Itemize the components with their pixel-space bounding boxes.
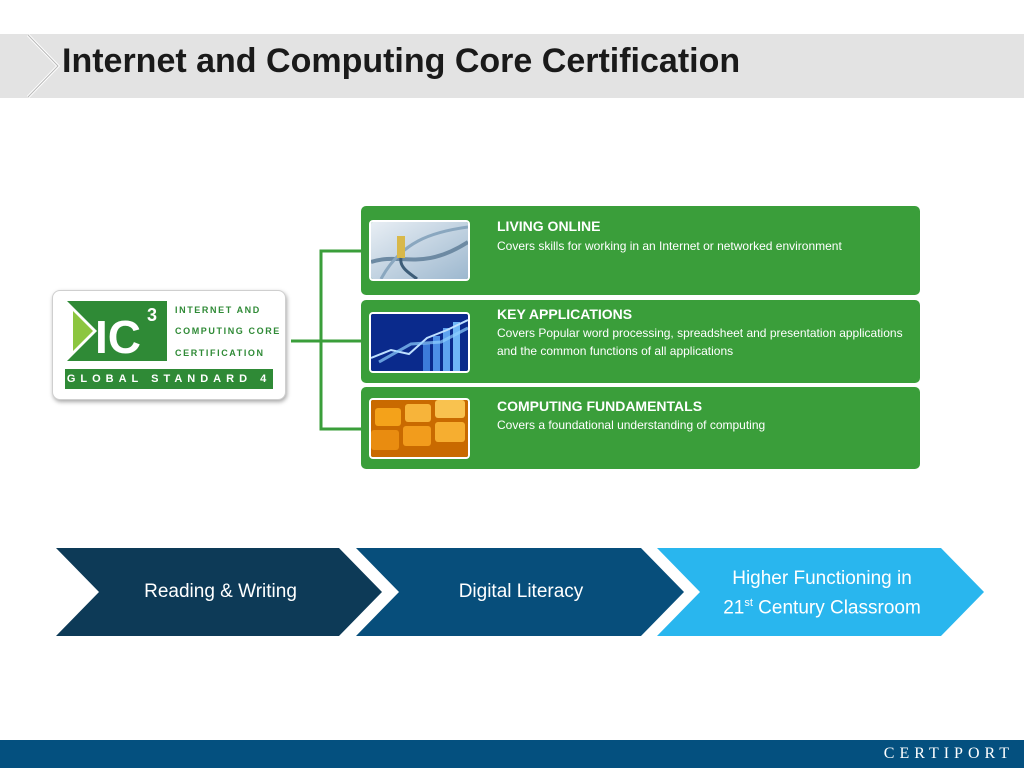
- module-card-living-online: LIVING ONLINE Covers skills for working …: [361, 206, 920, 295]
- module-card-computing-fundamentals: COMPUTING FUNDAMENTALS Covers a foundati…: [361, 387, 920, 469]
- module-title: COMPUTING FUNDAMENTALS: [497, 398, 703, 414]
- pathway-label-digital-literacy: Digital Literacy: [458, 581, 584, 602]
- ic3-logo: IC 3 INTERNET AND COMPUTING CORE CERTIFI…: [52, 290, 286, 400]
- logo-band: GLOBAL STANDARD 4: [65, 369, 273, 389]
- module-title: KEY APPLICATIONS: [497, 306, 633, 322]
- pathway-label-number: 21: [723, 597, 745, 619]
- module-title: LIVING ONLINE: [497, 218, 601, 234]
- logo-mark-text: IC: [95, 311, 141, 363]
- title-band: [0, 34, 1024, 98]
- pathway-arrow-2: [356, 548, 684, 636]
- footer-bar: CERTIPORT: [0, 740, 1024, 768]
- logo-line-1: INTERNET AND: [175, 305, 261, 315]
- module-description: Covers a foundational understanding of c…: [497, 418, 766, 432]
- pathway-label-superscript: st: [744, 597, 753, 609]
- module-description: Covers Popular word processing, spreadsh…: [497, 326, 903, 358]
- module-card-key-applications: KEY APPLICATIONS Covers Popular word pro…: [361, 300, 920, 383]
- module-description: Covers skills for working in an Internet…: [497, 239, 842, 253]
- page-title: Internet and Computing Core Certificatio…: [62, 42, 741, 80]
- pathway-arrow-1: [56, 548, 382, 636]
- keyboard-image: [369, 398, 470, 459]
- logo-superscript: 3: [147, 305, 157, 325]
- chart-image: [369, 312, 470, 373]
- pathway-arrow-3: [657, 548, 984, 636]
- certiport-logo: CERTIPORT: [883, 745, 1014, 762]
- pathway-label-reading-writing: Reading & Writing: [144, 581, 297, 602]
- logo-line-2: COMPUTING CORE: [175, 326, 281, 336]
- ic3-mark-icon: IC 3: [67, 301, 167, 363]
- network-cable-image: [369, 220, 470, 281]
- pathway-label-line-1: Higher Functioning in: [732, 568, 912, 589]
- pathway-label-rest: Century Classroom: [752, 597, 921, 619]
- logo-line-3: CERTIFICATION: [175, 348, 265, 358]
- title-chevron-icon: [26, 34, 60, 98]
- pathway-label-higher-functioning: Higher Functioning in 21st Century Class…: [700, 566, 944, 620]
